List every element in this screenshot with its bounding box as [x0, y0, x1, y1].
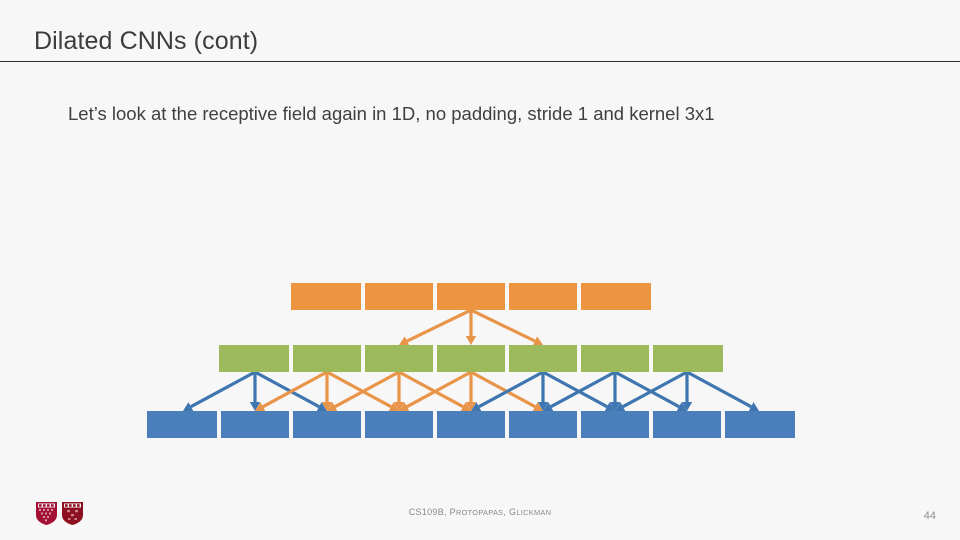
orange-fan-hidden-2 — [327, 370, 471, 412]
conv-arrow-head — [460, 402, 471, 412]
conv-arrow-head — [316, 402, 327, 412]
footer-course: CS109B — [408, 507, 445, 517]
blue-fan-hidden-0 — [183, 370, 327, 412]
feature-cell — [723, 411, 795, 438]
feature-cell — [651, 345, 723, 372]
blue-fan-hidden-4 — [471, 370, 615, 412]
conv-arrow-line — [470, 370, 536, 409]
feature-cell — [651, 411, 723, 438]
footer-author-1-rest: ROTOPAPAS — [455, 508, 504, 517]
footer-author-1-cap: P — [449, 507, 456, 517]
conv-arrow-line — [478, 370, 544, 409]
footer-sep-2: , — [503, 507, 510, 517]
conv-arrow-head — [465, 402, 477, 411]
conv-arrow-head — [604, 402, 615, 412]
conv-arrow-line — [614, 370, 680, 409]
feature-cell — [147, 411, 219, 438]
feature-cell — [291, 411, 363, 438]
conv-arrow-head — [465, 336, 477, 345]
footer-author-2-rest: LICKMAN — [516, 508, 552, 517]
page-number: 44 — [923, 510, 936, 522]
feature-cell — [219, 411, 291, 438]
conv-arrow-line — [262, 370, 328, 409]
feature-cell — [363, 283, 435, 310]
orange-fan-hidden-1 — [255, 370, 399, 412]
feature-cell — [507, 283, 579, 310]
conv-arrow-line — [686, 370, 752, 409]
feature-cell — [579, 411, 651, 438]
conv-arrow-head — [249, 402, 261, 411]
feature-cell — [435, 345, 507, 372]
conv-arrow-line — [542, 370, 608, 409]
conv-arrow-line — [470, 308, 536, 343]
conv-arrow-line — [326, 370, 392, 409]
orange-fan-hidden-3 — [399, 370, 543, 412]
conv-arrow-head — [321, 402, 333, 411]
layer-row-hidden — [219, 345, 723, 372]
conv-arrow-line — [406, 370, 472, 409]
conv-arrow-head — [609, 402, 621, 411]
conv-arrow-head — [676, 402, 687, 412]
conv-arrow-head — [543, 402, 554, 412]
page-title: Dilated CNNs (cont) — [34, 27, 259, 55]
conv-arrow-head — [748, 402, 759, 412]
slide-body-text: Let’s look at the receptive field again … — [68, 103, 715, 124]
conv-arrow-head — [681, 402, 693, 411]
conv-arrow-head — [393, 402, 405, 411]
feature-cell — [507, 411, 579, 438]
feature-cell — [291, 345, 363, 372]
conv-arrow-head — [399, 402, 410, 412]
feature-cell — [291, 283, 363, 310]
conv-arrow-head — [615, 402, 626, 412]
orange-fan-output-to-hidden — [399, 308, 543, 346]
conv-arrow-line — [406, 308, 472, 343]
blue-fan-hidden-6 — [615, 370, 759, 412]
conv-arrow-head — [183, 402, 194, 412]
feature-cell — [219, 345, 291, 372]
layer-row-input — [147, 411, 795, 438]
conv-arrow-line — [190, 370, 256, 409]
feature-cell — [363, 411, 435, 438]
feature-cell — [363, 345, 435, 372]
conv-arrow-line — [398, 370, 464, 409]
conv-arrow-head — [471, 402, 482, 412]
footer-sep-1: , — [444, 507, 450, 517]
footer-author-2-cap: G — [509, 507, 517, 517]
conv-arrow-head — [537, 402, 549, 411]
conv-arrow-head — [327, 402, 338, 412]
conv-arrow-line — [622, 370, 688, 409]
layer-row-output — [291, 283, 651, 310]
blue-fan-hidden-5 — [543, 370, 687, 412]
conv-arrow-head — [532, 402, 543, 412]
conv-arrow-line — [550, 370, 616, 409]
conv-arrow-line — [334, 370, 400, 409]
feature-cell — [579, 283, 651, 310]
footer-credit: CS109B, PROTOPAPAS, GLICKMAN — [0, 507, 960, 517]
feature-cell — [579, 345, 651, 372]
conv-arrow-head — [388, 402, 399, 412]
feature-cell — [507, 345, 579, 372]
feature-cell — [435, 283, 507, 310]
title-divider — [0, 61, 960, 62]
harvard-shields-logo — [36, 502, 83, 525]
conv-arrow-line — [254, 370, 320, 409]
feature-cell — [435, 411, 507, 438]
conv-arrow-head — [255, 402, 266, 412]
